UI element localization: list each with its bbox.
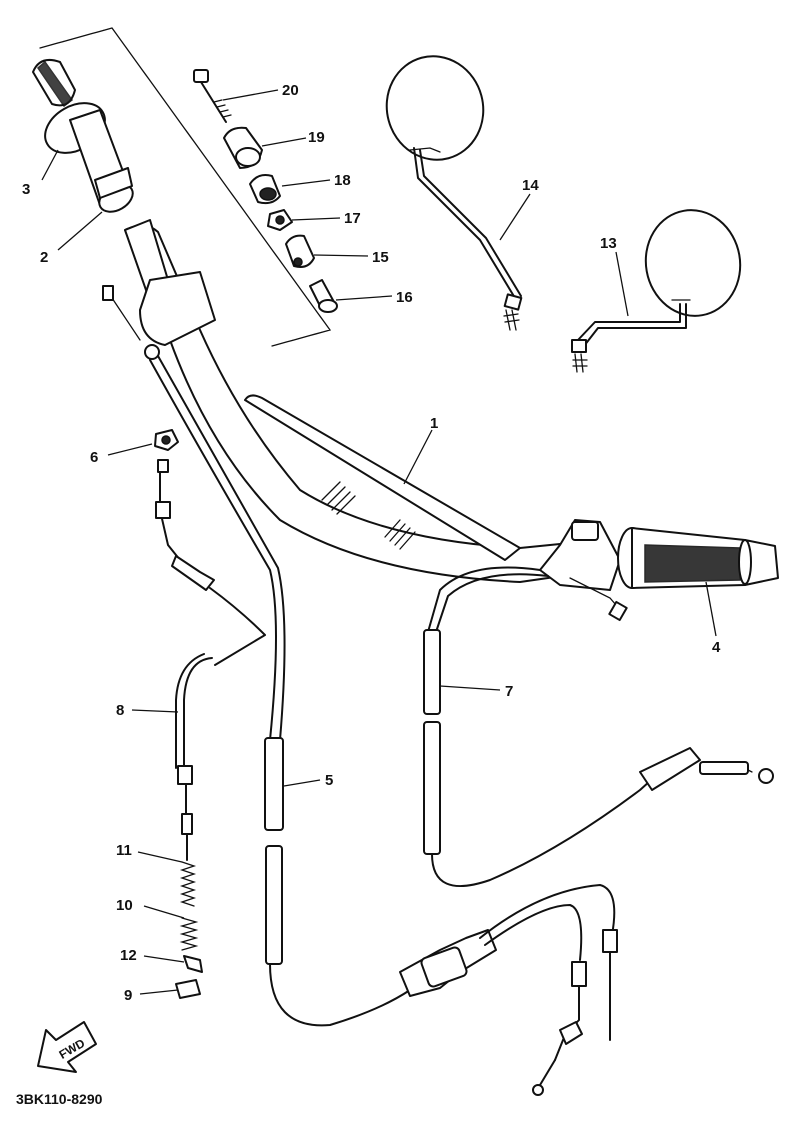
collar-16 bbox=[309, 279, 338, 313]
throttle-housing bbox=[539, 519, 628, 622]
clutch-cable bbox=[149, 355, 411, 1027]
callout-14: 14 bbox=[522, 177, 539, 194]
cable-end-6a bbox=[157, 459, 169, 473]
cable-junction bbox=[399, 884, 618, 1096]
throttle-cable-7 bbox=[423, 566, 774, 888]
spring-10 bbox=[179, 917, 199, 951]
nut-6 bbox=[154, 429, 179, 451]
left-grip bbox=[32, 59, 134, 213]
callout-2: 2 bbox=[40, 249, 48, 266]
callout-18: 18 bbox=[334, 172, 351, 189]
clip-12 bbox=[183, 955, 203, 973]
nut-17 bbox=[267, 209, 293, 231]
callout-12: 12 bbox=[120, 947, 137, 964]
callout-15: 15 bbox=[372, 249, 389, 266]
clutch-lever-holder bbox=[102, 219, 216, 360]
exploded-view-outline bbox=[39, 27, 332, 347]
mirror-right bbox=[571, 209, 742, 373]
callout-7: 7 bbox=[505, 683, 513, 700]
drawing-code: 3BK110-8290 bbox=[16, 1091, 103, 1107]
callout-1: 1 bbox=[430, 415, 438, 432]
handlebar bbox=[124, 224, 605, 583]
joint-9 bbox=[175, 979, 201, 999]
callout-3: 3 bbox=[22, 181, 30, 198]
bolt-20 bbox=[193, 69, 232, 123]
callout-10: 10 bbox=[116, 897, 133, 914]
right-grip bbox=[617, 527, 779, 589]
callout-19: 19 bbox=[308, 129, 325, 146]
handlebar-knurl bbox=[321, 481, 416, 550]
weight-19 bbox=[223, 126, 263, 169]
fwd-arrow-icon: FWD bbox=[37, 1021, 97, 1073]
callout-8: 8 bbox=[116, 702, 124, 719]
callout-5: 5 bbox=[325, 772, 333, 789]
throttle-cable-8 bbox=[155, 469, 266, 861]
mirror-left bbox=[385, 55, 523, 331]
weight-15 bbox=[285, 234, 315, 268]
callout-17: 17 bbox=[344, 210, 361, 227]
spring-11 bbox=[179, 861, 197, 907]
leader-lines bbox=[41, 89, 717, 995]
damper-18 bbox=[249, 174, 281, 205]
callout-11: 11 bbox=[116, 842, 132, 859]
callout-4: 4 bbox=[712, 639, 721, 656]
callout-16: 16 bbox=[396, 289, 413, 306]
callout-13: 13 bbox=[600, 235, 617, 252]
callout-6: 6 bbox=[90, 449, 98, 466]
grip-collar bbox=[94, 167, 133, 199]
callout-9: 9 bbox=[124, 987, 132, 1004]
callout-numbers: 20 19 18 17 15 16 14 13 3 2 1 4 6 7 8 5 … bbox=[22, 82, 721, 1004]
callout-20: 20 bbox=[282, 82, 299, 99]
